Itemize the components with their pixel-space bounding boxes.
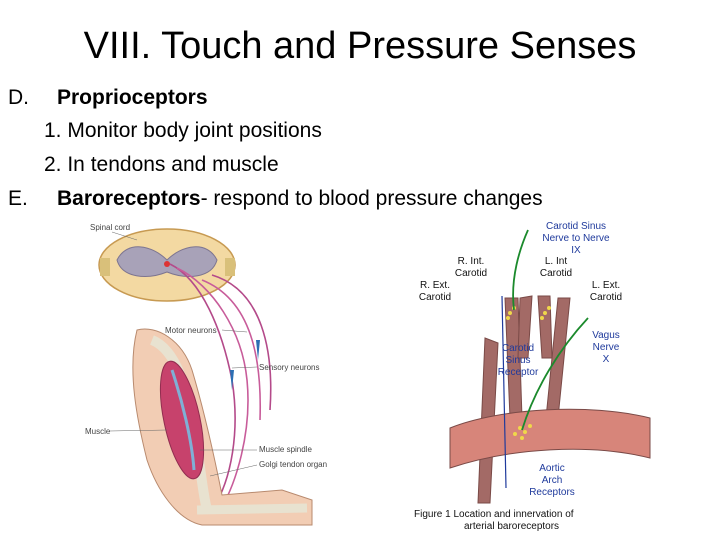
label-r-ext-2: Carotid [419,292,451,303]
figure-caption-1: Figure 1 Location and innervation of [414,509,574,520]
bullet-d-heading: Proprioceptors [57,86,208,109]
label-golgi-tendon-organ: Golgi tendon organ [259,460,327,469]
bullet-d-letter: D. [8,86,29,109]
label-carotid-sinus-nerve-1: Carotid Sinus [546,221,606,232]
bullet-d: D. Proprioceptors [8,85,308,111]
label-aortic-1: Aortic [539,463,565,474]
sub-item-2: 2. In tendons and muscle [44,153,279,176]
label-muscle-spindle: Muscle spindle [259,445,312,454]
label-muscle: Muscle [85,427,111,436]
label-spinal-cord: Spinal cord [90,223,130,232]
label-motor-neurons: Motor neurons [165,326,217,335]
spinal-cord-section [98,228,236,302]
label-sensory-neurons: Sensory neurons [259,363,319,372]
baroreceptor-diagram: Carotid Sinus Nerve to Nerve IX R. Int. … [414,221,651,532]
label-l-int-2: Carotid [540,268,572,279]
label-aortic-2: Arch [542,475,563,486]
label-carotid-sinus-receptor-3: Receptor [498,367,539,378]
label-carotid-sinus-nerve-3: IX [571,245,581,256]
arrow-icon [230,370,234,390]
arm [132,328,313,526]
label-r-int-1: R. Int. [458,256,485,267]
bullet-e: E. Baroreceptors- respond to blood press… [8,186,708,212]
label-r-ext-1: R. Ext. [420,280,450,291]
bullet-e-heading: Baroreceptors [57,187,201,210]
label-carotid-sinus-receptor-2: Sinus [505,355,530,366]
label-vagus-1: Vagus [592,330,620,341]
arrow-icon [256,340,260,360]
label-vagus-3: X [603,354,610,365]
label-l-int-1: L. Int [545,256,567,267]
figure-caption-2: arterial baroreceptors [464,521,559,532]
slide-title: VIII. Touch and Pressure Senses [83,25,637,67]
label-carotid-sinus-receptor-1: Carotid [502,343,534,354]
label-r-int-2: Carotid [455,268,487,279]
arteries [449,295,651,504]
sub-item-1: 1. Monitor body joint positions [44,119,322,142]
label-carotid-sinus-nerve-2: Nerve to Nerve [542,233,610,244]
nerves [501,229,589,489]
label-l-ext-1: L. Ext. [592,280,620,291]
proprioceptor-illustration: Spinal cord Motor neurons Sensory neuron… [85,223,327,526]
label-aortic-3: Receptors [529,487,575,498]
label-vagus-2: Nerve [593,342,620,353]
bullet-e-rest: - respond to blood pressure changes [200,187,543,210]
label-l-ext-2: Carotid [590,292,622,303]
bullet-e-letter: E. [8,187,28,210]
